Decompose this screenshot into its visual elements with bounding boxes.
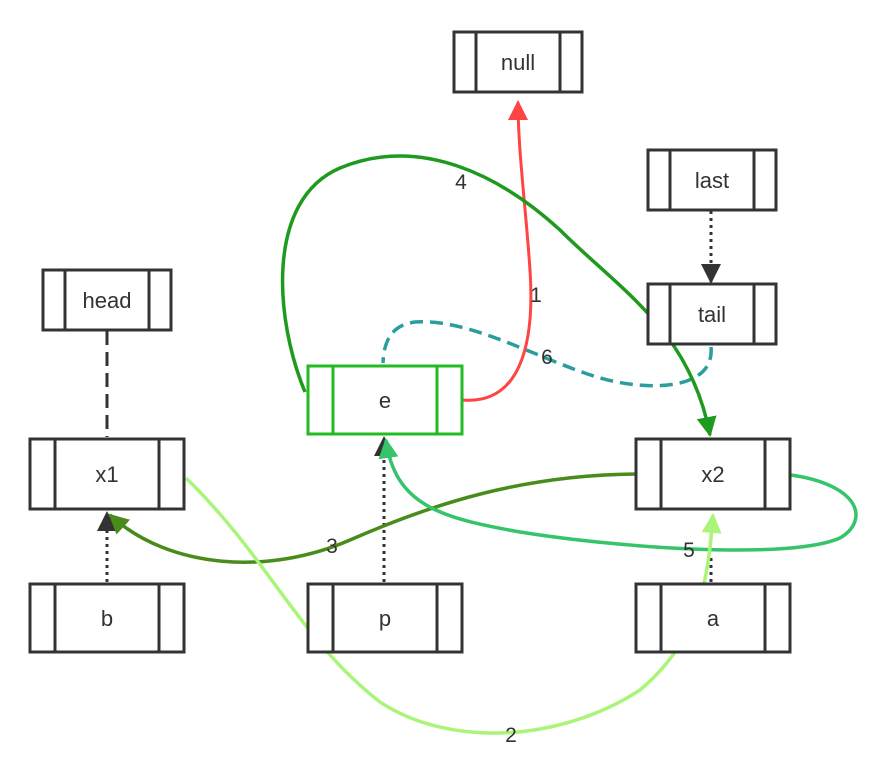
step5-edge (378, 438, 858, 552)
node-head: head (41, 268, 173, 332)
node-a-label: a (707, 606, 720, 631)
node-head-label: head (83, 288, 132, 313)
node-x2: x2 (634, 437, 792, 511)
step3-edge (108, 472, 637, 564)
node-e: e (306, 364, 464, 436)
step6-edge (381, 320, 713, 388)
step1-edge (461, 100, 533, 402)
node-last: last (646, 148, 778, 212)
node-null-label: null (501, 50, 535, 75)
node-b-label: b (101, 606, 113, 631)
step5-label: 5 (683, 539, 695, 562)
node-e-label: e (379, 388, 391, 413)
step4-label: 4 (455, 171, 467, 194)
node-a: a (634, 582, 792, 654)
node-tail-label: tail (698, 302, 726, 327)
node-b: b (28, 582, 186, 654)
node-p-label: p (379, 606, 391, 631)
step6-label: 6 (541, 346, 553, 369)
node-x1-label: x1 (95, 462, 118, 487)
node-null: null (452, 30, 584, 94)
node-last-label: last (695, 168, 729, 193)
step1-label: 1 (530, 284, 542, 307)
step2-label: 2 (505, 724, 517, 747)
step3-label: 3 (326, 535, 338, 558)
node-x2-label: x2 (701, 462, 724, 487)
node-tail: tail (646, 282, 778, 346)
node-p: p (306, 582, 464, 654)
node-x1: x1 (28, 437, 186, 511)
